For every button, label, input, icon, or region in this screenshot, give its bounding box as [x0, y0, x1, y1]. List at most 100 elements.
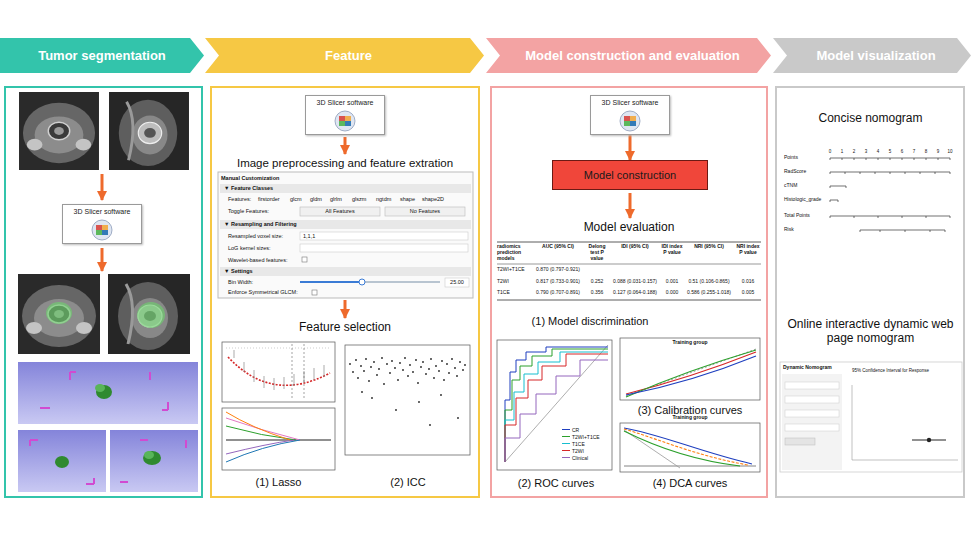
table-header: IDI (95% CI): [609, 244, 661, 250]
ui-value: 1,1,1: [303, 233, 343, 239]
icon-part: [92, 220, 112, 240]
lasso-plot-part: [226, 439, 331, 440]
table-cell: 0.005: [735, 290, 761, 296]
software-screenshot-part: [220, 267, 471, 276]
software-screenshot: [218, 172, 473, 298]
ui-label: ▼ Resampling and Filtering: [224, 221, 354, 227]
ui-button: No Features: [385, 208, 465, 214]
ui-label: glszm: [352, 196, 374, 202]
icon-part: [335, 111, 355, 131]
tick-label: 3: [861, 149, 871, 154]
roc-plot-part: [505, 360, 608, 462]
roc-plot-part: [497, 340, 612, 470]
icon-part: [102, 230, 108, 235]
lasso-plot-part: [226, 348, 331, 349]
software-screenshot-part: [302, 257, 307, 262]
table-rules-part: [497, 300, 761, 301]
ui-label: ▼ Settings: [224, 268, 294, 274]
table-header: NRI index P value: [735, 244, 761, 256]
icon-part: [345, 116, 351, 121]
tick-label: 9: [933, 149, 943, 154]
web-page-mock-part: [785, 396, 839, 403]
web-page-mock-part: [927, 438, 931, 442]
lasso-plot-part: [226, 440, 300, 462]
nomogram-axes-part: [830, 172, 950, 174]
ui-label: Manual Customization: [221, 175, 321, 181]
chart-title: 95% Confidence Interval for Response: [852, 368, 960, 373]
table-rules: [497, 242, 761, 300]
flow-arrow: [629, 135, 632, 160]
legend-text: T2WI: [572, 448, 584, 454]
axis-name: Histologic_grade: [784, 197, 828, 203]
dca-plot-part: [624, 429, 748, 465]
legend-item: Clinical: [562, 454, 600, 461]
stage-title: Model visualization: [808, 48, 935, 63]
web-page-mock-part: [782, 374, 842, 470]
chevron-fill: [773, 38, 971, 73]
legend-sample: [562, 429, 570, 430]
software-name: 3D Slicer software: [591, 96, 669, 107]
stage-title: Model construction and evaluation: [517, 48, 740, 63]
software-screenshot-part: [300, 281, 440, 283]
lasso-plot-part: [222, 342, 335, 402]
ui-label: ngtdm: [376, 196, 398, 202]
stage-panel: Tumor segmentation3D Slicer software: [4, 86, 203, 498]
mri-images-part: [137, 302, 165, 328]
lasso-plot-part: [226, 412, 290, 440]
lasso-plot-part: [226, 440, 294, 454]
icon-part: [620, 111, 640, 131]
3d-views-part: [40, 372, 168, 410]
axis-name: cTNM: [784, 183, 828, 189]
table-cell: 0.016: [735, 279, 761, 285]
3d-views-part: [144, 451, 154, 459]
tick-label: 2: [849, 149, 859, 154]
tick-label: 1: [837, 149, 847, 154]
roc-plot-part: [505, 345, 608, 462]
stage-title: Tumor segmentation: [38, 48, 166, 63]
table-header: AUC (95% CI): [531, 244, 585, 250]
icon-part: [96, 225, 102, 230]
software-icon: [332, 110, 358, 132]
table-rules-part: [497, 264, 761, 265]
table-cell: 0.817 (0.733-0.901): [531, 279, 585, 285]
table-header: radiomics prediction models: [497, 244, 531, 261]
flow-arrows-part: [101, 174, 104, 200]
legend-sample: [562, 443, 570, 444]
ui-label: glrlm: [330, 196, 350, 202]
software-box: 3D Slicer software: [590, 95, 670, 135]
legend-sample: [562, 450, 570, 451]
tick-label: 10: [945, 149, 955, 154]
section-title: Model evaluation: [495, 221, 763, 235]
software-screenshot-part: [300, 207, 380, 216]
legend-text: Clinical: [572, 455, 588, 461]
calibration-plot-part: [620, 338, 760, 400]
software-screenshot-part: [445, 278, 469, 287]
axis-name: Total Points: [784, 213, 828, 219]
software-screenshot-part: [220, 220, 471, 229]
calibration-plot-part: [626, 349, 756, 396]
icon-part: [345, 121, 351, 126]
mri-images: [18, 92, 190, 354]
calibration-plot: [620, 338, 760, 400]
lasso-plot-part: [226, 426, 296, 440]
stage-title: Feature: [317, 48, 372, 63]
3d-views-part: [30, 440, 186, 484]
lasso-plot: [222, 342, 335, 470]
software-screenshot-part: [300, 281, 362, 283]
ui-label: Enforce Symmetrical GLCM:: [228, 289, 310, 295]
chart-title: Training group: [660, 340, 720, 346]
ui-label: ▼ Feature Classes: [224, 185, 324, 191]
dca-plot: [620, 423, 760, 472]
ui-label: Resampled voxel size:: [228, 233, 298, 239]
flow-arrows-part: [101, 248, 104, 271]
lasso-plot-part: [234, 350, 324, 390]
calibration-plot-part: [626, 356, 756, 395]
table-cell: 0.001: [661, 279, 683, 285]
software-name: 3D Slicer software: [306, 96, 384, 107]
table-cell: 0.000: [661, 290, 683, 296]
figure-caption: (1) Model discrimination: [505, 315, 675, 328]
stage-chevron: Feature: [205, 38, 484, 73]
axis-name: Risk: [784, 227, 828, 233]
ui-label: firstorder: [258, 196, 288, 202]
